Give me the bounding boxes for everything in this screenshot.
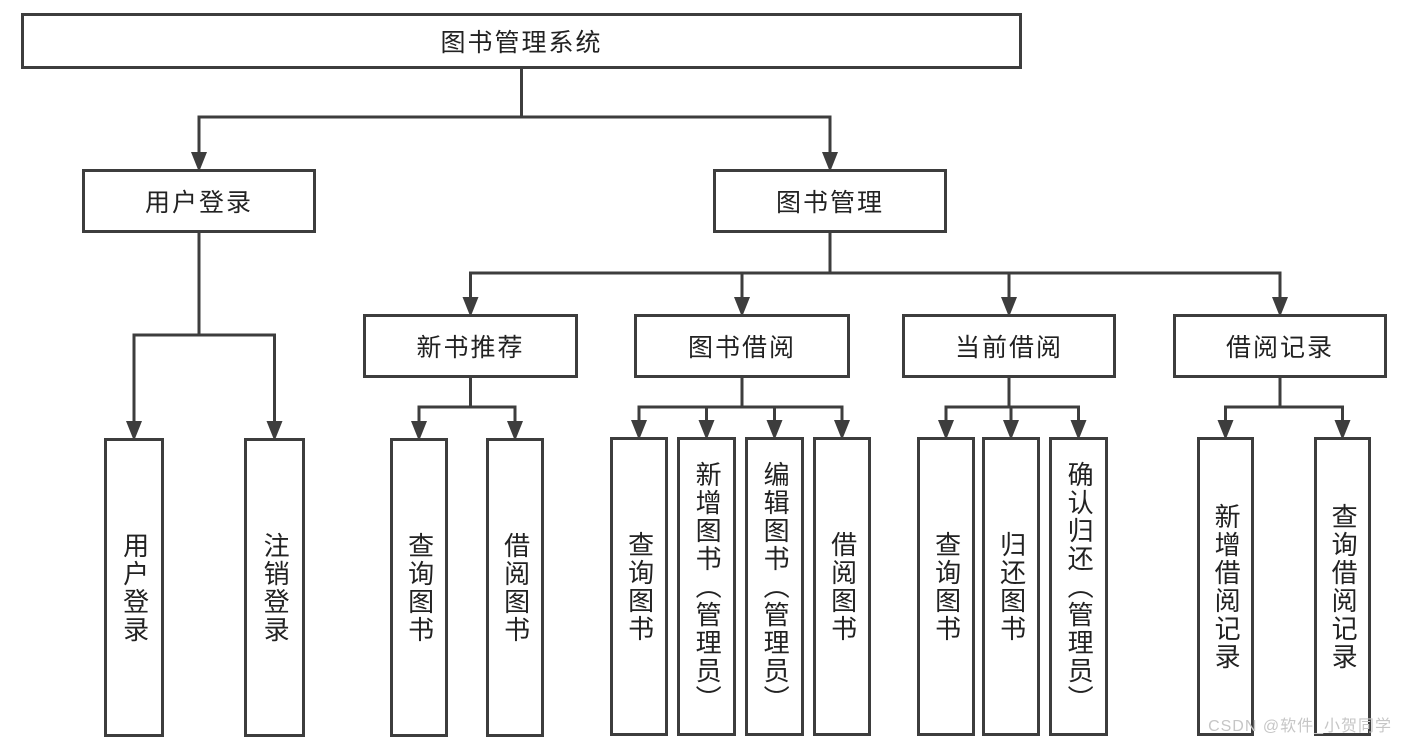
node-login-user: 用户登录 <box>104 438 164 737</box>
node-login-logout: 注销登录 <box>244 438 305 737</box>
node-label-nb-query: 查询图书 <box>404 531 435 644</box>
node-label-cur-return: 归还图书 <box>996 530 1027 643</box>
node-bw-edit: 编辑图书（管理员） <box>745 437 804 736</box>
node-cur-return: 归还图书 <box>982 437 1040 736</box>
edge-arrowhead-rec-query <box>1334 420 1351 440</box>
edge-arrowhead-bw-query <box>631 420 647 440</box>
node-label-nb-borrow: 借阅图书 <box>500 531 531 644</box>
edge-arrowhead-bw-borrow <box>834 420 850 440</box>
edge-arrowhead-nb-borrow <box>507 421 523 441</box>
node-label-cur-confirm: 确认归还（管理员） <box>1064 460 1095 713</box>
node-label-bw-edit: 编辑图书（管理员） <box>760 460 791 713</box>
edge-arrowhead-nb-query <box>411 421 427 441</box>
node-root: 图书管理系统 <box>21 13 1022 69</box>
node-label-root: 图书管理系统 <box>440 29 603 57</box>
node-label-bw-query: 查询图书 <box>624 530 655 643</box>
node-label-rec-add: 新增借阅记录 <box>1211 502 1242 671</box>
edge-arrowhead-cur-confirm <box>1070 420 1087 440</box>
edge-arrowhead-new-book <box>462 297 479 317</box>
node-nb-borrow: 借阅图书 <box>486 438 544 737</box>
node-label-current-loan: 当前借阅 <box>954 334 1063 362</box>
edge-arrowhead-book-borrow <box>734 297 750 317</box>
node-label-book-borrow: 图书借阅 <box>687 334 796 362</box>
node-new-book: 新书推荐 <box>363 314 578 378</box>
edge-arrowhead-user-login <box>191 152 207 172</box>
edge-arrowhead-bw-edit <box>766 420 783 440</box>
edge-arrowhead-login-logout <box>266 421 283 441</box>
node-rec-query: 查询借阅记录 <box>1314 437 1371 736</box>
node-label-book-mgmt: 图书管理 <box>775 189 884 217</box>
node-bw-add: 新增图书（管理员） <box>677 437 736 736</box>
node-book-mgmt: 图书管理 <box>713 169 947 233</box>
node-book-borrow: 图书借阅 <box>634 314 850 378</box>
edge-arrowhead-book-mgmt <box>822 152 838 172</box>
node-label-login-logout: 注销登录 <box>260 531 291 644</box>
node-label-bw-borrow: 借阅图书 <box>827 530 858 643</box>
node-label-cur-query: 查询图书 <box>931 530 962 643</box>
node-nb-query: 查询图书 <box>390 438 448 737</box>
edge-arrowhead-loan-record <box>1272 297 1288 317</box>
edge-arrowhead-current-loan <box>1001 297 1017 317</box>
edge-arrowhead-bw-add <box>698 420 715 440</box>
edge-arrowhead-login-user <box>126 421 142 441</box>
node-label-user-login: 用户登录 <box>144 189 253 217</box>
node-label-new-book: 新书推荐 <box>416 334 525 362</box>
edge-arrowhead-cur-return <box>1003 420 1019 440</box>
node-user-login: 用户登录 <box>82 169 316 233</box>
edge-arrowhead-rec-add <box>1217 420 1234 440</box>
node-label-rec-query: 查询借阅记录 <box>1328 502 1359 671</box>
node-cur-confirm: 确认归还（管理员） <box>1049 437 1108 736</box>
node-label-loan-record: 借阅记录 <box>1225 334 1334 362</box>
node-current-loan: 当前借阅 <box>902 314 1116 378</box>
node-label-login-user: 用户登录 <box>119 531 150 644</box>
node-rec-add: 新增借阅记录 <box>1197 437 1254 736</box>
node-bw-borrow: 借阅图书 <box>813 437 871 736</box>
node-bw-query: 查询图书 <box>610 437 668 736</box>
edge-arrowhead-cur-query <box>938 420 954 440</box>
node-label-bw-add: 新增图书（管理员） <box>692 460 723 713</box>
node-cur-query: 查询图书 <box>917 437 975 736</box>
node-loan-record: 借阅记录 <box>1173 314 1387 378</box>
